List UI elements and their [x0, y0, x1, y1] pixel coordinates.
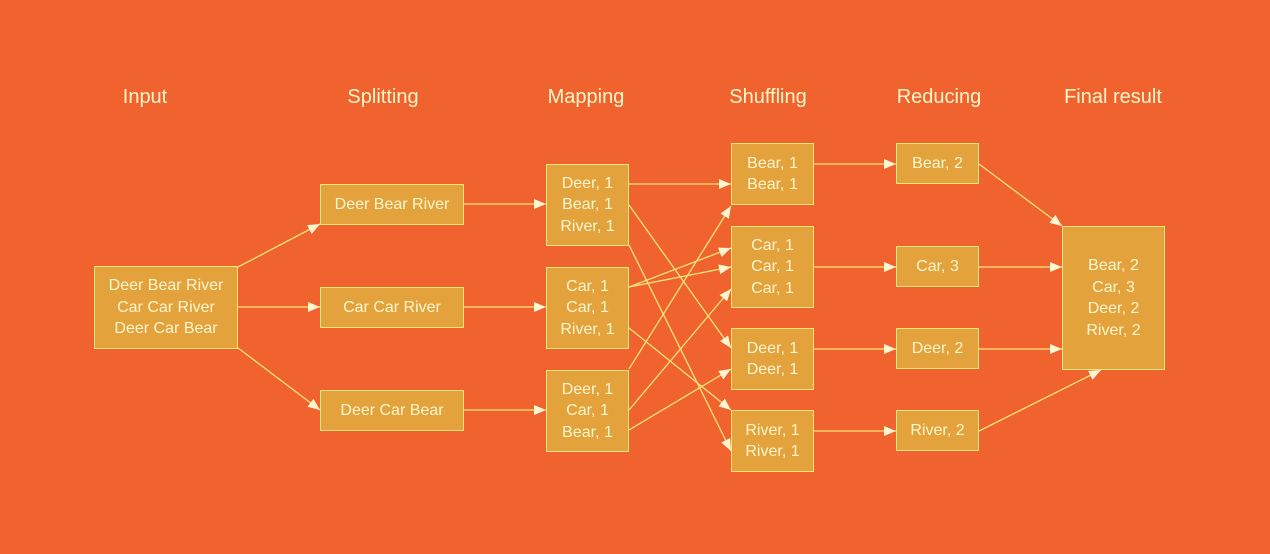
- map-box: Deer, 1 Car, 1 Bear, 1: [546, 370, 629, 452]
- arrow-map3-deer: [628, 368, 732, 431]
- stage-header-reducing: Reducing: [896, 86, 982, 108]
- reduce-pair: River, 2: [910, 421, 965, 439]
- input-line: Deer Bear River: [108, 277, 224, 295]
- map-pair: Deer, 1: [561, 380, 614, 398]
- map-pair: River, 1: [560, 217, 615, 235]
- arrow-map2-river: [628, 327, 732, 411]
- map-box: Deer, 1 Bear, 1 River, 1: [546, 164, 629, 246]
- map-pair: Bear, 1: [562, 196, 613, 214]
- map-pair: Deer, 1: [561, 174, 614, 192]
- split-box: Car Car River: [320, 287, 464, 328]
- arrow-map1-river: [628, 244, 732, 452]
- stage-header-shuffling: Shuffling: [729, 86, 807, 108]
- shuffle-box: Bear, 1 Bear, 1: [731, 143, 814, 205]
- arrow-red-final-4: [978, 369, 1102, 432]
- reduce-box: Car, 3: [896, 246, 979, 287]
- final-pair: Bear, 2: [1088, 257, 1139, 274]
- arrow-red-final-1: [978, 163, 1063, 227]
- arrow-map2-car-b: [628, 264, 732, 288]
- stage-header-final-result: Final result: [1064, 86, 1162, 108]
- reduce-pair: Bear, 2: [912, 154, 963, 172]
- input-box: Deer Bear River Car Car River Deer Car B…: [94, 266, 238, 349]
- shuffle-pair: Deer, 1: [746, 361, 799, 378]
- reduce-pair: Deer, 2: [911, 339, 964, 357]
- input-line: Car Car River: [117, 298, 215, 316]
- arrow-map2-car-a: [628, 247, 732, 288]
- split-line: Deer Car Bear: [340, 401, 444, 419]
- arrow-map3-car: [628, 288, 732, 411]
- map-pair: Car, 1: [566, 299, 609, 317]
- split-box: Deer Bear River: [320, 184, 464, 225]
- shuffle-box: Deer, 1 Deer, 1: [731, 328, 814, 390]
- shuffle-box: Car, 1 Car, 1 Car, 1: [731, 226, 814, 308]
- reduce-pair: Car, 3: [916, 257, 959, 275]
- arrow-input-split-1: [237, 223, 321, 268]
- reduce-box: River, 2: [896, 410, 979, 451]
- map-pair: Car, 1: [566, 402, 609, 420]
- map-pair: Bear, 1: [562, 423, 613, 441]
- shuffle-pair: Car, 1: [751, 236, 794, 254]
- split-line: Car Car River: [343, 298, 441, 316]
- shuffle-pair: Car, 1: [751, 258, 794, 276]
- final-pair: Deer, 2: [1087, 300, 1140, 317]
- split-line: Deer Bear River: [334, 195, 450, 213]
- map-box: Car, 1 Car, 1 River, 1: [546, 267, 629, 349]
- split-box: Deer Car Bear: [320, 390, 464, 431]
- shuffle-pair: River, 1: [745, 421, 800, 439]
- reduce-box: Deer, 2: [896, 328, 979, 369]
- map-pair: River, 1: [560, 320, 615, 338]
- arrow-input-split-3: [237, 347, 321, 411]
- final-pair: River, 2: [1086, 321, 1141, 339]
- shuffle-pair: Bear, 1: [747, 154, 798, 172]
- shuffle-pair: Deer, 1: [746, 339, 799, 357]
- final-result-box: Bear, 2 Car, 3 Deer, 2 River, 2: [1062, 226, 1165, 370]
- shuffle-pair: Car, 1: [751, 279, 794, 297]
- stage-header-splitting: Splitting: [347, 86, 419, 108]
- reduce-box: Bear, 2: [896, 143, 979, 184]
- input-line: Deer Car Bear: [114, 320, 218, 338]
- stage-header-input: Input: [122, 86, 168, 108]
- arrow-map3-bear: [628, 205, 732, 370]
- shuffle-pair: Bear, 1: [747, 176, 798, 193]
- stage-header-mapping: Mapping: [547, 86, 625, 108]
- final-pair: Car, 3: [1092, 278, 1135, 296]
- shuffle-pair: River, 1: [745, 443, 800, 460]
- map-pair: Car, 1: [566, 277, 609, 295]
- shuffle-box: River, 1 River, 1: [731, 410, 814, 472]
